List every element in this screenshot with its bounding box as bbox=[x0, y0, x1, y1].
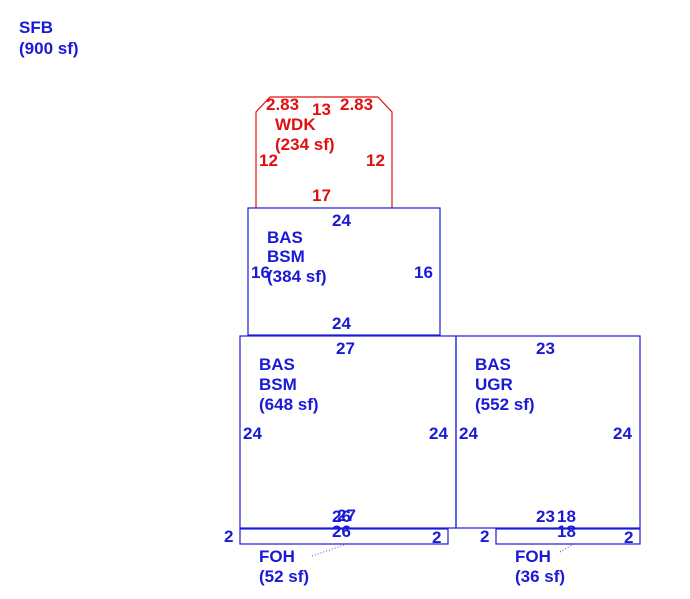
ugr-line2: UGR bbox=[475, 375, 513, 394]
foh-right-dim-left: 2 bbox=[480, 527, 489, 546]
bsm-upper-dim-bottom: 24 bbox=[332, 314, 351, 333]
bsm-upper-line1: BAS bbox=[267, 228, 303, 247]
foh-right-dim-right: 2 bbox=[624, 528, 633, 547]
bsm-upper-area: (384 sf) bbox=[267, 267, 327, 286]
wdk-dim-top-left: 2.83 bbox=[266, 95, 299, 114]
ugr-dim-right: 24 bbox=[613, 424, 632, 443]
bsm-lower-dim-bottom-a: 26 bbox=[332, 507, 351, 526]
bsm-upper-dim-top: 24 bbox=[332, 211, 351, 230]
bsm-lower-dim-left: 24 bbox=[243, 424, 262, 443]
foh-left-outline bbox=[239, 528, 449, 545]
bsm-upper-dim-right: 16 bbox=[414, 263, 433, 282]
ugr-dim-bottom-a: 23 bbox=[536, 507, 555, 526]
wdk-dim-right: 12 bbox=[366, 151, 385, 170]
summary-code: SFB bbox=[19, 18, 53, 37]
foh-right-area: (36 sf) bbox=[515, 567, 565, 586]
bsm-lower-dim-right: 24 bbox=[429, 424, 448, 443]
wdk-code: WDK bbox=[275, 115, 316, 134]
summary-area: (900 sf) bbox=[19, 39, 79, 58]
wdk-dim-left: 12 bbox=[259, 151, 278, 170]
foh-right-code: FOH bbox=[515, 547, 551, 566]
foh-left-leader-line bbox=[311, 544, 345, 557]
bsm-upper-line2: BSM bbox=[267, 247, 305, 266]
wdk-dim-top-right: 2.83 bbox=[340, 95, 373, 114]
foh-left-dim-left: 2 bbox=[224, 527, 233, 546]
ugr-dim-bottom-b: 18 bbox=[557, 507, 576, 526]
foh-left-code: FOH bbox=[259, 547, 295, 566]
foh-left-dim-right: 2 bbox=[432, 528, 441, 547]
bsm-upper-outline bbox=[247, 207, 441, 336]
bsm-lower-dim-bottom-b: 27 bbox=[337, 506, 356, 525]
wdk-outline bbox=[255, 96, 393, 208]
ugr-area: (552 sf) bbox=[475, 395, 535, 414]
bsm-lower-dim-top: 27 bbox=[336, 339, 355, 358]
foh-right-leader-line bbox=[559, 544, 573, 553]
foh-left-dim-top: 26 bbox=[332, 522, 351, 541]
wdk-dim-top: 13 bbox=[312, 100, 331, 119]
ugr-outline bbox=[455, 335, 641, 529]
bsm-lower-area: (648 sf) bbox=[259, 395, 319, 414]
ugr-dim-left: 24 bbox=[459, 424, 478, 443]
ugr-dim-top: 23 bbox=[536, 339, 555, 358]
wdk-dim-bottom: 17 bbox=[312, 186, 331, 205]
bsm-lower-line2: BSM bbox=[259, 375, 297, 394]
foh-right-outline bbox=[495, 528, 641, 545]
bsm-lower-line1: BAS bbox=[259, 355, 295, 374]
foh-right-dim-top: 18 bbox=[557, 522, 576, 541]
ugr-line1: BAS bbox=[475, 355, 511, 374]
bsm-upper-dim-left: 16 bbox=[251, 263, 270, 282]
foh-left-area: (52 sf) bbox=[259, 567, 309, 586]
wdk-area: (234 sf) bbox=[275, 135, 335, 154]
